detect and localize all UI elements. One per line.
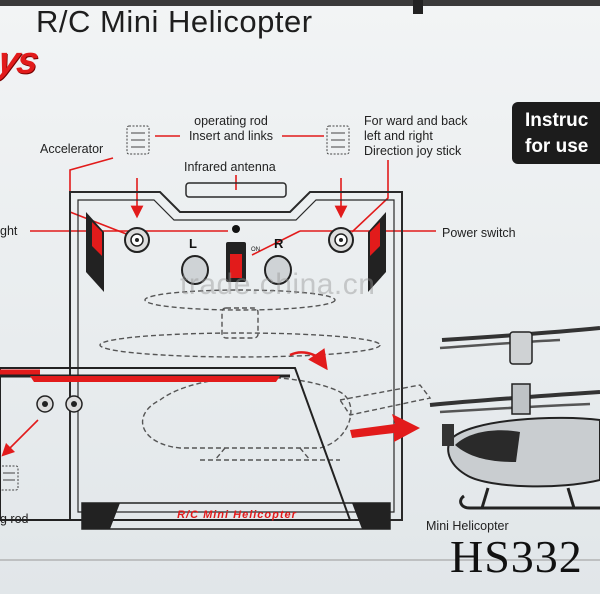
rotate-arrow	[290, 352, 322, 362]
joystick-label: For ward and back left and right Directi…	[364, 114, 468, 159]
infrared-antenna-label: Infrared antenna	[184, 160, 276, 175]
light-label: ght	[0, 224, 17, 239]
indicator-led	[232, 225, 240, 233]
model-number: HS332	[450, 530, 583, 583]
joystick-line-1: For ward and back	[364, 114, 468, 129]
joystick-line-2: left and right	[364, 129, 468, 144]
rod-icon-bottom-left	[0, 466, 18, 490]
direction-arrow	[350, 414, 420, 442]
operating-rod-line-1: operating rod	[180, 114, 282, 129]
watermark: trade.china.cn	[180, 268, 375, 302]
rod-icon-left	[127, 126, 149, 154]
left-trim-label: L	[189, 236, 197, 251]
operating-rod-bottom-label: g rod	[0, 512, 29, 527]
switch-on-label: ON	[251, 247, 260, 253]
accelerator-knob	[125, 228, 149, 252]
helicopter-illustration	[430, 328, 600, 508]
right-trim-label: R	[274, 236, 283, 251]
power-switch-label: Power switch	[442, 226, 516, 241]
operating-rod-label: operating rod Insert and links	[180, 114, 282, 144]
rod-icon-right	[327, 126, 349, 154]
operating-rod-line-2: Insert and links	[180, 129, 282, 144]
controller-print-label: R/C Mini Helicopter	[122, 509, 352, 521]
joystick-line-3: Direction joy stick	[364, 144, 468, 159]
accelerator-label: Accelerator	[40, 142, 103, 157]
joystick-knob	[329, 228, 353, 252]
